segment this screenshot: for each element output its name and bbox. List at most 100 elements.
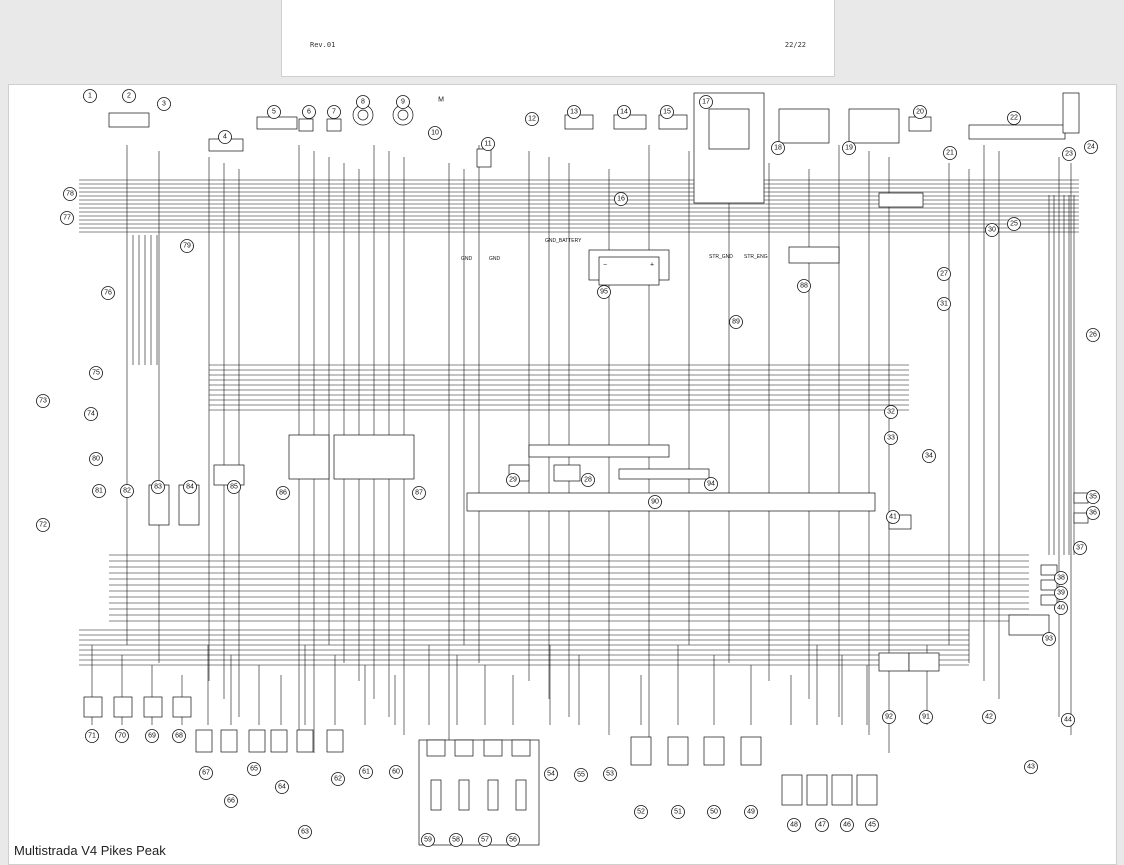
component-21-callout: 21 (943, 146, 957, 160)
callout-number: 6 (307, 109, 311, 116)
callout-circle (199, 766, 213, 780)
callout-number: 85 (230, 484, 238, 491)
callout-circle (603, 767, 617, 781)
component-53-callout: 53 (603, 767, 617, 781)
callout-number: 29 (509, 477, 517, 484)
callout-number: 54 (547, 771, 555, 778)
callout-number: 64 (278, 784, 286, 791)
component-67-callout: 67 (199, 766, 213, 780)
callout-number: 51 (674, 809, 682, 816)
component-89-callout: 89 (729, 315, 743, 329)
label-gnd-a: GND (461, 256, 473, 262)
callout-circle (359, 765, 373, 779)
callout-circle (356, 95, 370, 109)
component-50-callout: 50 (707, 805, 721, 819)
callout-circle (275, 780, 289, 794)
callout-number: 9 (401, 99, 405, 106)
callout-circle (729, 315, 743, 329)
component-41-callout: 41 (886, 510, 900, 524)
callout-circle (36, 394, 50, 408)
callout-number: 81 (95, 488, 103, 495)
callout-number: 83 (154, 484, 162, 491)
callout-circle (298, 825, 312, 839)
callout-number: 22 (1010, 115, 1018, 122)
callout-number: 89 (732, 319, 740, 326)
previous-page-bottom: Rev.01 22/22 (281, 0, 835, 77)
callout-number: 21 (946, 150, 954, 157)
callout-number: 72 (39, 522, 47, 529)
callout-circle (172, 729, 186, 743)
component-66-callout: 66 (224, 794, 238, 808)
component-40-callout: 40 (1054, 601, 1068, 615)
callout-number: 2 (127, 93, 131, 100)
revision-label: Rev.01 (310, 41, 336, 49)
callout-circle (227, 480, 241, 494)
component-71-callout: 71 (85, 729, 99, 743)
callout-circle (421, 833, 435, 847)
callout-circle (1024, 760, 1038, 774)
callout-circle (704, 477, 718, 491)
callout-circle (89, 366, 103, 380)
callout-number: 17 (702, 99, 710, 106)
callout-circle (815, 818, 829, 832)
callout-number: 41 (889, 514, 897, 521)
component-62-callout: 62 (331, 772, 345, 786)
callout-circle (771, 141, 785, 155)
component-93-callout: 93 (1042, 632, 1056, 646)
callout-number: 42 (985, 714, 993, 721)
component-88-callout: 88 (797, 279, 811, 293)
component-2-callout: 2 (122, 89, 136, 103)
component-85-callout: 85 (227, 480, 241, 494)
callout-number: 43 (1027, 764, 1035, 771)
callout-number: 18 (774, 145, 782, 152)
callout-number: 15 (663, 109, 671, 116)
callout-number: 12 (528, 116, 536, 123)
callout-circle (865, 818, 879, 832)
callout-number: 38 (1057, 575, 1065, 582)
callout-number: 13 (570, 109, 578, 116)
callout-circle (506, 473, 520, 487)
component-54-callout: 54 (544, 767, 558, 781)
component-68-callout: 68 (172, 729, 186, 743)
component-59-callout: 59 (421, 833, 435, 847)
callout-number: 62 (334, 776, 342, 783)
callout-number: 57 (481, 837, 489, 844)
callout-number: 46 (843, 822, 851, 829)
callout-circle (115, 729, 129, 743)
component-49-callout: 49 (744, 805, 758, 819)
callout-number: 30 (988, 227, 996, 234)
callout-number: 37 (1076, 545, 1084, 552)
callout-number: 45 (868, 822, 876, 829)
component-60-callout: 60 (389, 765, 403, 779)
callout-number: 4 (223, 134, 227, 141)
callout-number: 53 (606, 771, 614, 778)
component-65-callout: 65 (247, 762, 261, 776)
callout-circle (884, 431, 898, 445)
callout-circle (1086, 328, 1100, 342)
component-74-callout: 74 (84, 407, 98, 421)
callout-number: 94 (707, 481, 715, 488)
callout-circle (180, 239, 194, 253)
component-17-callout: 17 (699, 95, 713, 109)
component-87-callout: 87 (412, 486, 426, 500)
callout-circle (574, 768, 588, 782)
callout-circle (120, 484, 134, 498)
callout-number: 61 (362, 769, 370, 776)
component-81-callout: 81 (92, 484, 106, 498)
callout-circle (267, 105, 281, 119)
callout-circle (101, 286, 115, 300)
component-79-callout: 79 (180, 239, 194, 253)
callout-number: 67 (202, 770, 210, 777)
label-gnd-b: GND (489, 256, 501, 262)
component-6-callout: 6 (302, 105, 316, 119)
callout-circle (1007, 217, 1021, 231)
component-27-callout: 27 (937, 267, 951, 281)
callout-circle (36, 518, 50, 532)
callout-circle (412, 486, 426, 500)
component-10-callout: 10 (428, 126, 442, 140)
callout-number: 90 (651, 499, 659, 506)
callout-number: 91 (922, 714, 930, 721)
component-26-callout: 26 (1086, 328, 1100, 342)
callout-circle (648, 495, 662, 509)
